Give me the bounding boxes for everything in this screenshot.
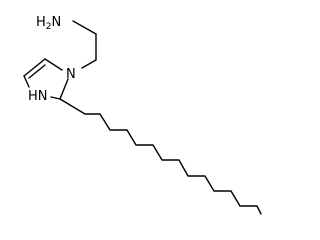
bond-c4-n3 xyxy=(23,75,30,88)
bond-n3-c2 xyxy=(50,96,61,100)
ring-nh-label: HN xyxy=(28,89,48,104)
ring-n-label: N xyxy=(66,67,76,82)
amine-label: H2N xyxy=(36,15,61,32)
bond-c5-c4-double xyxy=(28,64,46,79)
bond-amine-c1 xyxy=(72,20,97,35)
molecule-svg: H2N N HN xyxy=(23,15,262,215)
bond-n1-c5 xyxy=(44,58,63,71)
bond-c5-c4 xyxy=(23,58,46,77)
structure-diagram: H2N N HN xyxy=(23,15,262,215)
bond-c2-n1 xyxy=(59,78,69,100)
alkyl-chain xyxy=(59,98,262,215)
bond-c2-n1 xyxy=(81,59,97,69)
